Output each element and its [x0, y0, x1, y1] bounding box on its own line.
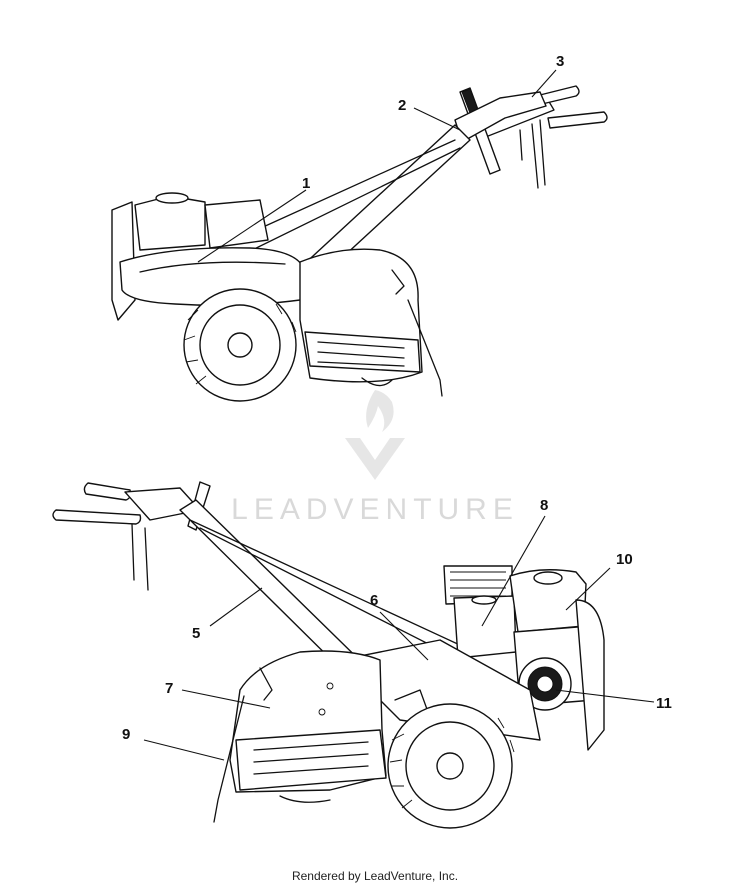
- flame-v-logo-icon: [345, 390, 405, 480]
- tiller-top-view: [111, 85, 608, 402]
- tine-flap-bottom: [235, 729, 387, 791]
- fuel-cap-bottom: [471, 595, 497, 605]
- leader-line-1: [197, 189, 307, 263]
- recoil-starter-center: [536, 675, 554, 693]
- tire-tread-top: [183, 303, 297, 385]
- control-rods: [519, 119, 546, 189]
- leader-line-3: [531, 69, 557, 98]
- control-rods-bottom: [131, 523, 149, 591]
- leader-line-9: [143, 739, 225, 761]
- callout-11: 11: [656, 695, 672, 712]
- callout-5: 5: [192, 625, 201, 642]
- watermark-brand: LEADVENTURE: [231, 493, 519, 526]
- engine-guard-frame-bottom: [575, 599, 605, 751]
- flap-slots-bottom: [253, 741, 369, 775]
- depth-bar-latch: [391, 269, 405, 295]
- callout-8: 8: [540, 497, 549, 514]
- tine-flap-top: [304, 331, 421, 373]
- tiller-bottom-view: [52, 481, 605, 829]
- leader-lines-bottom: [143, 515, 655, 761]
- leader-line-5: [209, 587, 263, 627]
- leader-line-8: [481, 515, 546, 627]
- callout-2: 2: [398, 97, 407, 114]
- engine-shroud-fins: [450, 571, 506, 597]
- engine-fuel-tank: [134, 195, 206, 251]
- leader-line-2: [413, 107, 461, 131]
- chassis-bracket: [394, 689, 429, 713]
- oil-fill-cap: [533, 571, 563, 585]
- hood-bolt-a: [326, 682, 334, 690]
- tine-edge-top: [361, 377, 393, 387]
- callout-1: 1: [302, 175, 311, 192]
- callout-3: 3: [556, 53, 565, 70]
- tire-tread-bottom: [389, 717, 515, 809]
- callout-9: 9: [122, 726, 131, 743]
- control-cables: [229, 139, 461, 257]
- leader-lines-top: [197, 69, 557, 263]
- depth-bar-latch-bottom: [259, 667, 273, 701]
- handle-grip-right: [539, 85, 580, 105]
- handle-grip-left: [547, 111, 608, 129]
- leader-line-7: [181, 689, 271, 709]
- leader-line-11: [555, 689, 655, 703]
- callout-6: 6: [370, 592, 379, 609]
- wheel-hub-top: [227, 332, 253, 358]
- engine-fuel-tank-bottom: [453, 595, 517, 659]
- depth-bar-top: [407, 299, 443, 397]
- hood-bolt-b: [318, 708, 326, 716]
- callout-7: 7: [165, 680, 174, 697]
- leader-line-10: [565, 567, 611, 611]
- wheel-hub-bottom: [436, 752, 464, 780]
- control-cables-bottom: [189, 519, 463, 661]
- handle-grip-lower: [52, 509, 142, 525]
- chassis-frame: [339, 639, 541, 741]
- engine-housing: [204, 199, 269, 249]
- callout-10: 10: [616, 551, 633, 568]
- leader-line-6: [379, 611, 429, 661]
- depth-bar-bottom: [213, 695, 245, 823]
- fuel-cap: [155, 192, 189, 204]
- footer-credit: Rendered by LeadVenture, Inc.: [291, 869, 459, 883]
- belt-cover-detail: [139, 261, 286, 273]
- flap-slots-top: [317, 341, 405, 367]
- tine-edge-bottom: [279, 795, 331, 803]
